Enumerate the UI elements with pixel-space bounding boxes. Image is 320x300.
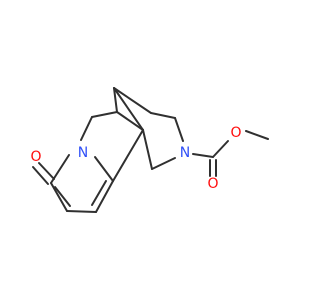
atom-label: O <box>30 149 41 165</box>
bond-ch2-ch <box>91 111 118 118</box>
bond-o-ch3 <box>245 130 269 140</box>
bond-c-c-ring <box>66 210 97 213</box>
atom-label: N <box>180 145 190 161</box>
molecule-structure-diagram: O N N O O <box>30 87 269 213</box>
atom-label: O <box>230 125 241 141</box>
bond-bridge-ch <box>113 87 144 131</box>
bond-c-o-double-2 <box>32 166 49 185</box>
bond-c-c-ring <box>95 180 114 213</box>
atom-label: O <box>207 176 218 192</box>
bond-c-c-ring <box>50 182 68 212</box>
atom-n-carbamate: N <box>180 145 190 161</box>
atom-label: N <box>78 145 88 161</box>
bond-c-o-double-1 <box>38 162 55 180</box>
bond-c-c-ring-double <box>54 186 71 207</box>
bond-c-n-ring <box>94 156 114 182</box>
atom-o-carbonyl-ring: O <box>30 149 41 165</box>
bond-n-ch2 <box>80 116 93 141</box>
bond-ch-ch <box>116 111 144 131</box>
bond-n-ch2-lower <box>151 157 176 170</box>
bond-ch-ch2-right <box>113 87 152 114</box>
atom-o-ester-carbonyl: O <box>207 176 218 192</box>
bond-ch-ring-c <box>112 129 144 182</box>
bond-ch-bridge <box>113 87 118 113</box>
atom-o-ester-ether: O <box>230 125 241 141</box>
atom-n-pyridone: N <box>78 145 88 161</box>
bond-c-c-ring-double <box>91 180 107 206</box>
bond-n-c-carbamate <box>192 153 214 158</box>
bond-ch2-n <box>174 117 184 142</box>
bond-c-o-ether <box>212 140 229 158</box>
bond-ch2-ch2 <box>150 112 176 119</box>
bond-ch2-ch-lower <box>142 129 153 170</box>
